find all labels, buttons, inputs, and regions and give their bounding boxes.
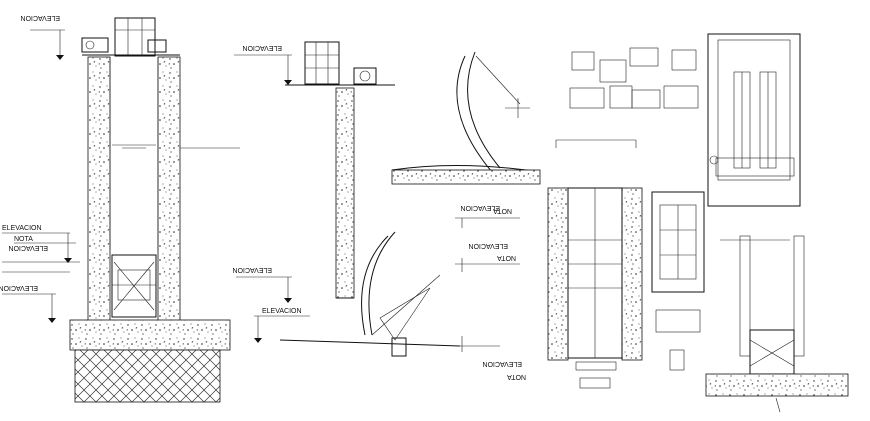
elevation-label-c1: ELEVACION [242, 44, 282, 51]
elevation-label-c6: ELEVACION [482, 360, 522, 367]
note-label-c4: NOTA [493, 207, 512, 214]
elevation-label-c4: ELEVACION [460, 204, 500, 211]
motor-unit [81, 37, 109, 53]
elevation-label-2: ELEVACION [8, 244, 48, 251]
radial-gate-skin [368, 231, 396, 336]
component-details [555, 47, 699, 148]
gate-body [749, 329, 795, 375]
plan-view-shaft [547, 187, 643, 389]
note-label-c6: NOTA [507, 373, 526, 380]
base-slab [69, 319, 231, 351]
shaft-wall-right [157, 56, 181, 326]
note-label-c5: NOTA [497, 254, 516, 261]
gate-arm [379, 287, 431, 341]
elevation-label-c5: ELEVACION [468, 242, 508, 249]
elevation-label-3: ELEVACION [0, 284, 38, 291]
arc-gate-base [391, 169, 541, 185]
elevation-label-1: ELEVACION [2, 225, 42, 232]
elevation-label-top: ELEVACION [20, 14, 60, 21]
hoist-housing [114, 17, 156, 57]
foundation-fill [74, 349, 221, 403]
right-elevation-top [707, 33, 801, 207]
hoist-drum [353, 67, 377, 85]
right-elevation-bottom [705, 235, 849, 413]
arc-gate-detail [391, 51, 541, 185]
elevation-label-c3: ELEVACION [262, 308, 302, 315]
gate-assembly [111, 254, 157, 318]
note-label-1: NOTA [14, 236, 33, 243]
shaft-wall-left [87, 56, 111, 326]
elevation-label-c2: ELEVACION [232, 266, 272, 273]
gate-front-view [651, 191, 705, 371]
gate-frame [651, 191, 705, 293]
arc-gate-curve [456, 55, 493, 173]
section-view-center: ELEVACION ELEVACION ELEVACION ELEVACION … [232, 41, 526, 380]
right-base-slab [705, 373, 849, 397]
pier-wall [335, 87, 355, 299]
operator-cabin [304, 41, 340, 85]
section-view-left: ELEVACION ELEVACION NOTA ELEVACION ELEVA… [0, 14, 240, 403]
